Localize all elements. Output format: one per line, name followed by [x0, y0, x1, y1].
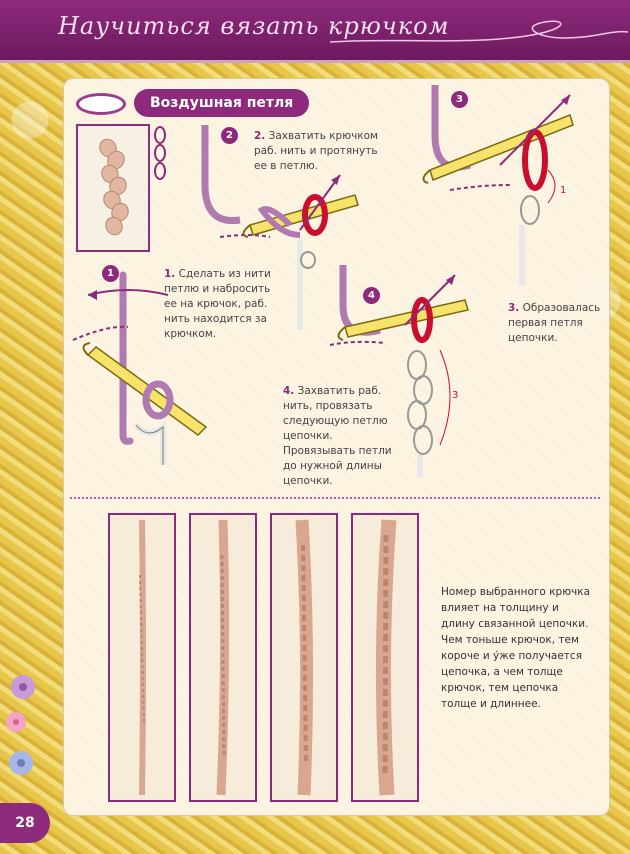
chain-schema-icon	[154, 126, 166, 180]
step4-desc: Захватить раб. нить, провязать следующую…	[283, 385, 392, 487]
section-title: Воздушная петля	[134, 89, 310, 117]
flower-icon	[11, 675, 35, 699]
section-divider	[70, 497, 600, 499]
chain-sample-photo-4	[351, 513, 419, 802]
step3-diagram: 1	[422, 85, 574, 285]
step2-desc: Захватить крючком раб. нить и протянуть …	[254, 130, 378, 172]
loop-one-label: 1	[560, 185, 566, 196]
thickest-chain-icon	[375, 519, 397, 796]
page-header: Научиться вязать крючком	[0, 0, 630, 63]
thin-chain-icon	[139, 519, 146, 796]
loop-three-label: 3	[452, 390, 458, 401]
flower-icon	[6, 712, 26, 732]
step4-num: 4.	[283, 385, 295, 397]
chain-photo	[76, 124, 150, 252]
step4-text: 4. Захватить раб. нить, провязать следую…	[283, 384, 408, 489]
step2-diagram	[201, 125, 359, 330]
step4-badge: 4	[363, 287, 380, 304]
step1-diagram	[72, 271, 208, 465]
chain-sample-photo-1	[108, 513, 176, 802]
step1-desc: Сделать из нити петлю и набросить ее на …	[164, 268, 271, 340]
chain-sample-photo-3	[270, 513, 338, 802]
header-flourish-icon	[330, 20, 629, 43]
header-title: Научиться вязать крючком	[58, 12, 450, 40]
step2-num: 2.	[254, 130, 266, 142]
chain-sample-photo-2	[189, 513, 257, 802]
step2-text: 2. Захватить крючком раб. нить и протяну…	[254, 129, 384, 174]
hook-size-note: Номер выбранного крючка влияет на толщин…	[441, 586, 591, 710]
step2-badge: 2	[221, 127, 238, 144]
step3-badge: 3	[451, 91, 468, 108]
step3-num: 3.	[508, 302, 520, 314]
step1-text: 1. Сделать из нити петлю и набросить ее …	[164, 267, 274, 342]
medium-chain-icon	[216, 519, 230, 796]
step1-num: 1.	[164, 268, 176, 280]
step3-desc: Образовалась первая петля цепочки.	[508, 302, 601, 344]
thick-chain-icon	[295, 519, 314, 796]
page-number: 28	[0, 803, 50, 843]
step1-badge: 1	[102, 265, 119, 282]
chain-photo-icon	[99, 138, 129, 236]
step4-diagram: 3	[329, 265, 469, 477]
flower-icon	[9, 751, 33, 775]
step3-text: 3. Образовалась первая петля цепочки.	[508, 301, 603, 346]
chain-stitch-symbol-icon	[76, 93, 126, 115]
